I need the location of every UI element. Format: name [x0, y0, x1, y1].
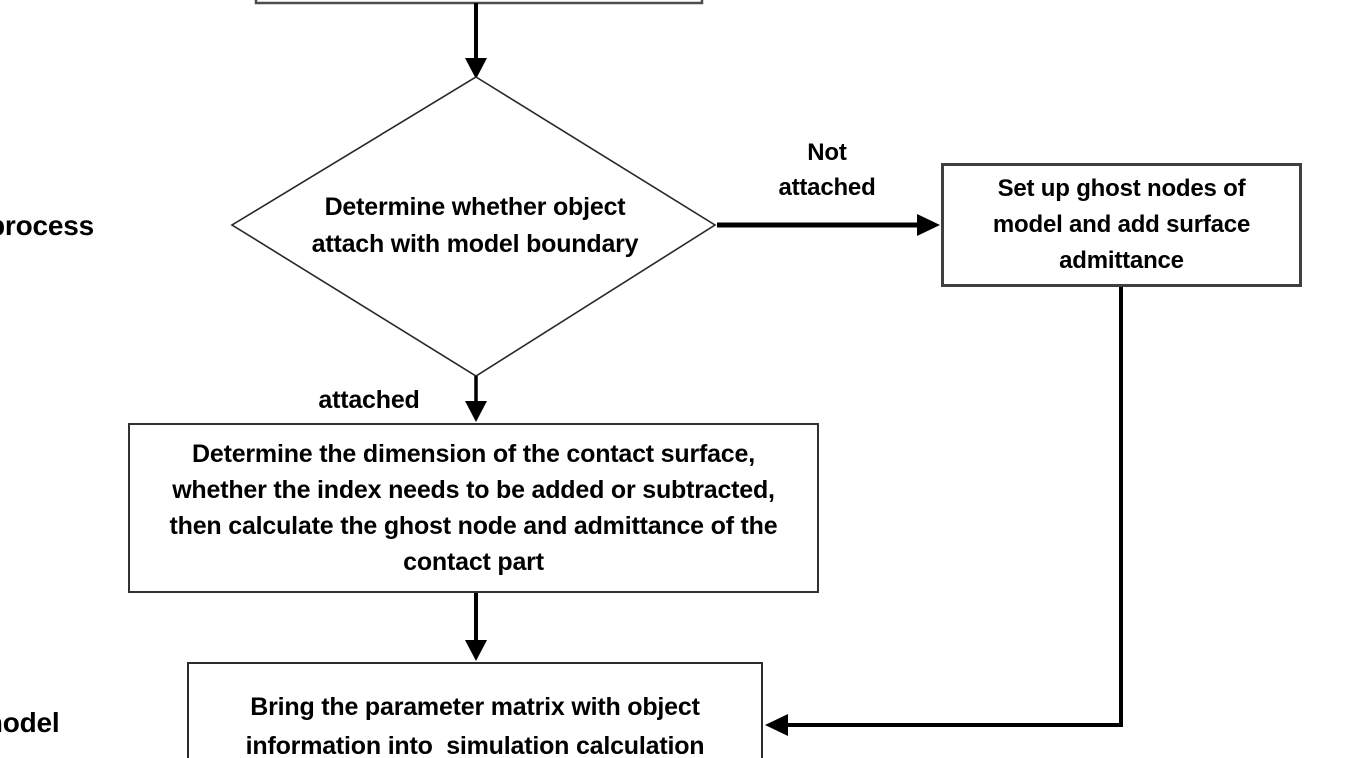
contact-surface-box: Determine the dimension of the contact s… [128, 423, 819, 593]
connector-ghost-to-simulation-line [786, 287, 1123, 727]
process-label: process [0, 210, 94, 241]
arrow-not-attached-head [917, 214, 940, 236]
attached-edge-label: attached [318, 386, 420, 414]
decision-node-text: Determine whether object attach with mod… [311, 193, 639, 258]
arrow-top-to-decision-head [465, 58, 487, 79]
ghost-nodes-box: Set up ghost nodes of model and add surf… [941, 163, 1302, 287]
simulation-box: Bring the parameter matrix with object i… [187, 662, 763, 758]
arrow-attached-head [465, 401, 487, 422]
connector-ghost-to-simulation-head [765, 714, 788, 736]
top-box-partial [254, 0, 704, 5]
not-attached-edge-label: Not attached [778, 139, 876, 201]
arrow-contact-to-simulation-head [465, 640, 487, 661]
model-label: model [0, 707, 60, 738]
